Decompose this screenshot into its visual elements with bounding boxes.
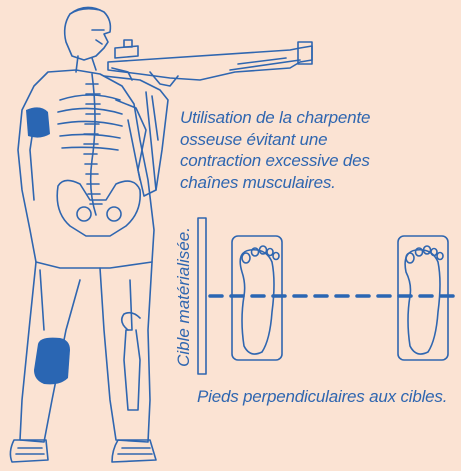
caption-line: osseuse évitant une [180, 129, 328, 149]
shoulder-patch [26, 107, 50, 138]
caption-line: contraction excessive des [180, 151, 370, 170]
footprint-left [231, 235, 283, 361]
caption-line: Utilisation de la charpente [180, 108, 371, 127]
rifle-drawing [107, 39, 313, 87]
target-post [197, 217, 207, 375]
footprint-right [397, 235, 449, 361]
knee-pad [34, 337, 70, 385]
shoes-drawing [9, 439, 157, 463]
legs-drawing [19, 261, 153, 443]
arm-drawing [103, 67, 169, 197]
head-drawing [63, 6, 112, 73]
caption-line: chaînes musculaires. [180, 172, 336, 192]
target-label: Cible matérialisée. [174, 227, 193, 367]
caption-bone-structure: Utilisation de la charpente osseuse évit… [180, 107, 460, 193]
caption-feet: Pieds perpendiculaires aux cibles. [197, 387, 448, 406]
torso-drawing [17, 69, 155, 269]
